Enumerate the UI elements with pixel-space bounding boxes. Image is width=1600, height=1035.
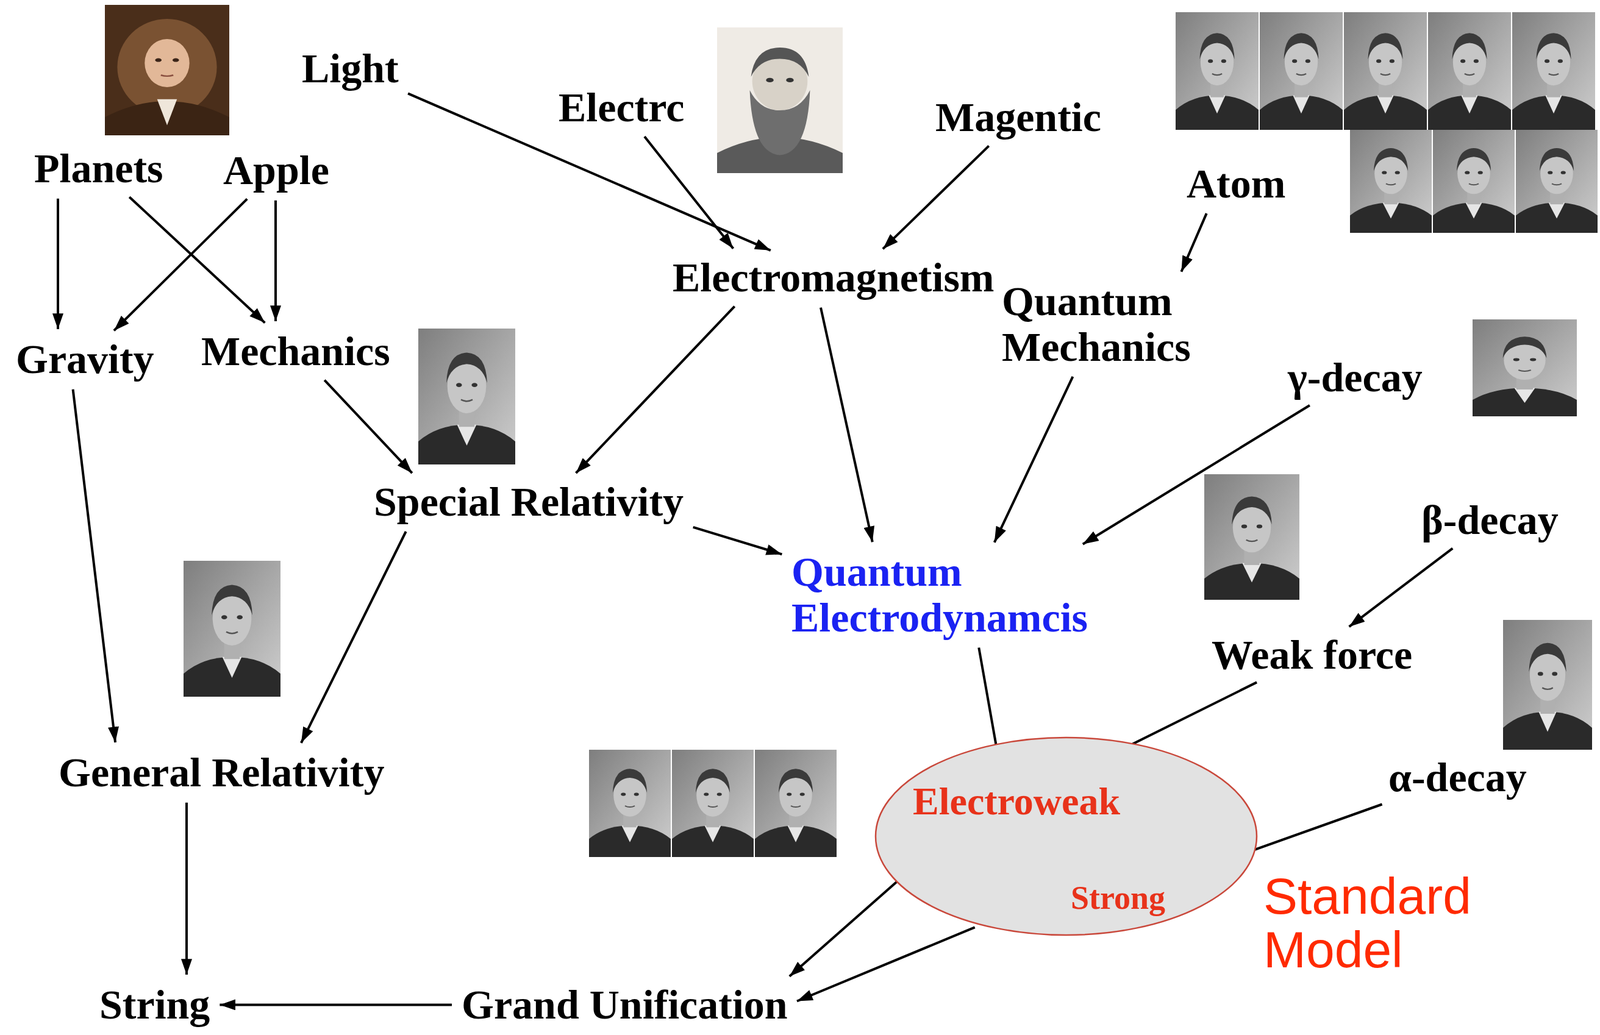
ellipse-shape (875, 737, 1257, 936)
arrow-connector (1181, 213, 1207, 272)
portrait-photo (1175, 12, 1259, 130)
concept-text: Quantum Electrodynamcis (791, 549, 1133, 641)
portrait-photo (1259, 12, 1343, 130)
concept-text: Electromagnetism (672, 254, 995, 301)
arrow-connector (1082, 405, 1310, 545)
concept-text: β-decay (1421, 497, 1559, 544)
portrait-photo (1428, 12, 1511, 130)
standard-model-ellipse: Standard ModelElectroweakStrong (874, 736, 1258, 937)
concept-label: Light (296, 43, 404, 94)
concept-text: Magentic (935, 94, 1102, 141)
concept-label: Strong (1065, 878, 1171, 919)
arrow-connector (882, 145, 990, 249)
portrait-photo (183, 560, 281, 697)
concept-text: Quantum Mechanics (1001, 278, 1258, 371)
concept-label: γ-decay (1282, 352, 1428, 404)
portrait-photo (1515, 129, 1598, 233)
concept-label: Electrc (553, 82, 690, 133)
concept-label: Grand Unification (456, 979, 793, 1031)
portrait-photo (1512, 12, 1596, 130)
portrait-photo (671, 750, 754, 858)
concept-text: Planets (34, 145, 164, 192)
concept-text: Atom (1186, 160, 1286, 207)
concept-text: Mechanics (201, 328, 391, 375)
arrow-connector (301, 531, 407, 744)
concept-text: Weak force (1211, 632, 1413, 679)
arrow-connector (219, 1003, 452, 1007)
concept-label: Electromagnetism (667, 252, 1000, 304)
concept-label: Quantum Mechanics (996, 276, 1263, 373)
concept-text: γ-decay (1287, 354, 1423, 401)
arrow-connector (73, 389, 116, 743)
portrait-photo (754, 750, 837, 858)
arrow-connector (820, 307, 873, 543)
portrait-photo (1472, 319, 1577, 417)
concept-label: Apple (218, 145, 335, 196)
arrow-connector (185, 803, 188, 975)
portrait-photo (1350, 129, 1432, 233)
concept-text: Gravity (15, 336, 155, 383)
portrait-photo (104, 4, 230, 136)
concept-text: Special Relativity (373, 479, 684, 525)
arrow-connector (56, 198, 60, 330)
concept-label: α-decay (1383, 752, 1532, 804)
ellipse-outline (874, 736, 1258, 937)
concept-text: α-decay (1388, 754, 1527, 801)
concept-text: General Relativity (58, 750, 385, 796)
concept-label: Quantum Electrodynamcis (786, 546, 1138, 644)
arrow-connector (1349, 548, 1454, 628)
concept-label: Planets (29, 143, 169, 194)
portrait-photo (418, 328, 516, 465)
arrow-connector (994, 376, 1074, 543)
arrow-connector (693, 527, 783, 555)
concept-label: β-decay (1416, 495, 1564, 546)
arrow-connector (576, 306, 735, 474)
concept-label: Gravity (10, 334, 160, 385)
concept-text: Apple (223, 147, 330, 194)
portrait-photo (1432, 129, 1515, 233)
group-heading: Standard Model (1263, 869, 1472, 977)
concept-text: Electrc (558, 84, 685, 131)
arrow-connector (324, 380, 413, 474)
portrait-photo (1343, 12, 1427, 130)
concept-label: General Relativity (53, 747, 390, 799)
concept-label: Atom (1181, 158, 1291, 210)
concept-label: Weak force (1206, 629, 1418, 681)
concept-label: String (94, 979, 215, 1031)
concept-label: Special Relativity (368, 476, 689, 528)
concept-text: Strong (1070, 880, 1166, 917)
portrait-photo (717, 27, 843, 174)
arrow-connector (129, 196, 265, 323)
concept-label: Magentic (930, 92, 1107, 143)
concept-text: Light (301, 45, 399, 92)
portrait-photo (589, 750, 671, 858)
concept-label: Mechanics (196, 326, 396, 377)
arrow-connector (274, 200, 277, 322)
arrow-connector (644, 136, 734, 249)
arrow-connector (796, 927, 975, 1002)
portrait-photo (1503, 620, 1593, 750)
concept-text: Grand Unification (461, 982, 788, 1029)
arrow-connector (114, 198, 247, 331)
concept-label: Electroweak (907, 778, 1125, 826)
portrait-photo (1204, 474, 1300, 600)
concept-text: String (99, 982, 210, 1029)
concept-text: Electroweak (912, 780, 1121, 824)
